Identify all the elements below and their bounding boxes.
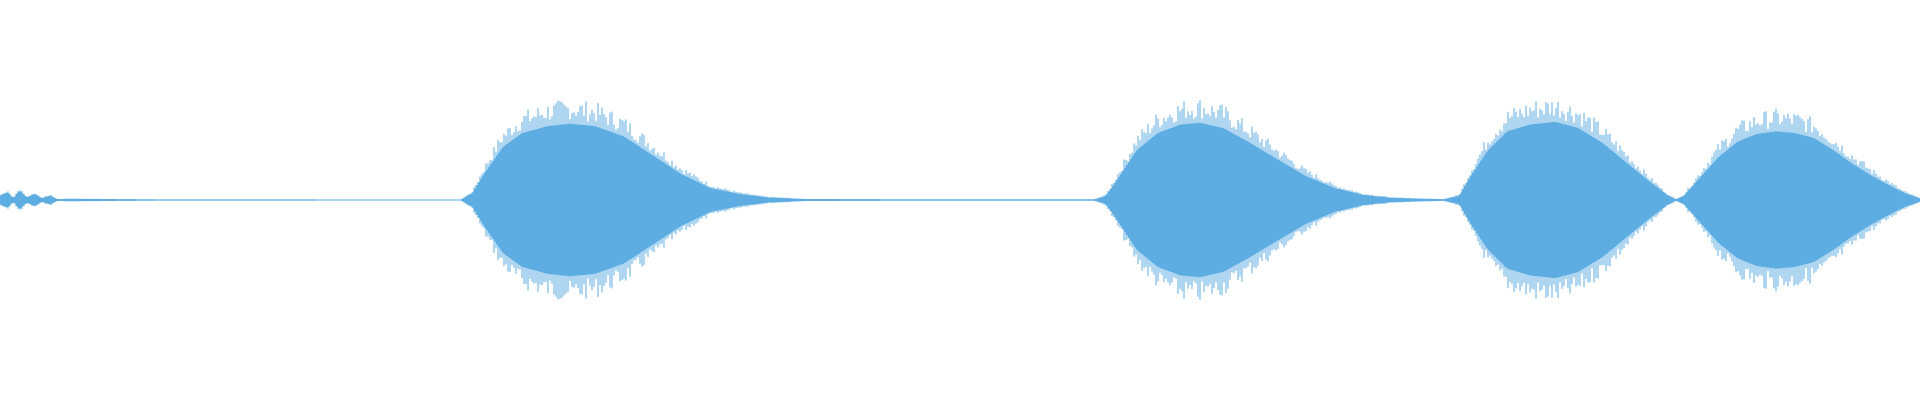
waveform-envelope [0,122,1920,278]
waveform-spikes [0,100,1919,300]
